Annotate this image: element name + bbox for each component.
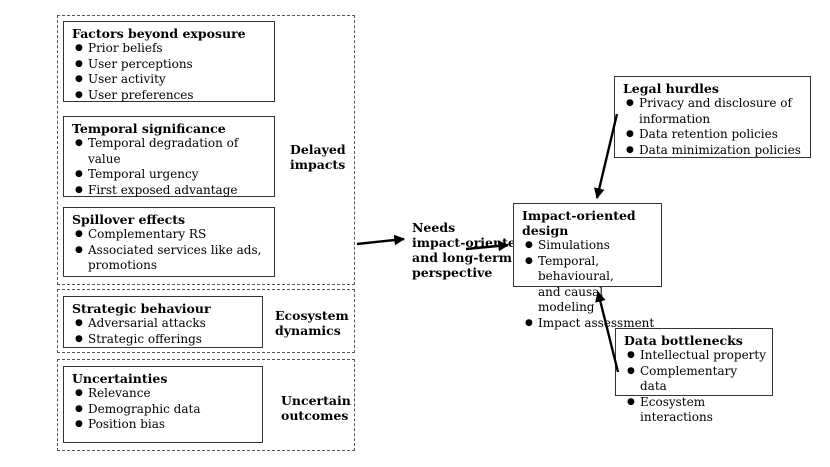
list-item: Position bias (72, 417, 256, 433)
arrow-bottlenecks-to-design (595, 290, 620, 373)
list-item: Associated services like ads, (72, 243, 268, 259)
ecosystem-dynamics-label: Ecosystem dynamics (275, 308, 349, 338)
impact-oriented-design-title: Impact-oriented design (522, 208, 636, 238)
list-item: Temporal, behavioural, (522, 254, 655, 285)
list-item: Privacy and disclosure of (623, 96, 804, 112)
list-item: Complementary data (624, 364, 766, 395)
uncertain-outcomes-label-line2: outcomes (281, 408, 349, 423)
uncertainties-title: Uncertainties (72, 371, 168, 386)
spillover-effects-box: Spillover effects Complementary RS Assoc… (63, 207, 275, 277)
list-item: information (639, 111, 711, 126)
needs-line4: perspective (412, 265, 493, 280)
impact-oriented-design-box: Impact-oriented design Simulations Tempo… (513, 203, 662, 331)
list-item: Complementary RS (72, 227, 268, 243)
spillover-effects-title: Spillover effects (72, 212, 186, 227)
uncertainties-box: Uncertainties Relevance Demographic data… (63, 366, 263, 443)
factors-beyond-exposure-box: Factors beyond exposure Prior beliefs Us… (63, 21, 275, 104)
uncertain-outcomes-label-line1: Uncertain (281, 393, 351, 408)
temporal-significance-title: Temporal significance (72, 121, 226, 136)
list-item: Temporal urgency (72, 167, 268, 183)
legal-hurdles-box: Legal hurdles Privacy and disclosure of … (614, 76, 811, 158)
list-item: First exposed advantage (72, 183, 268, 199)
delayed-impacts-label-line2: impacts (290, 157, 346, 172)
factors-beyond-exposure-title: Factors beyond exposure (72, 26, 246, 41)
arrow-legal-to-design (593, 113, 619, 200)
list-item: User perceptions (72, 57, 268, 73)
legal-hurdles-title: Legal hurdles (623, 81, 719, 96)
needs-line3: and long-term (412, 250, 512, 265)
list-item: Adversarial attacks (72, 316, 256, 332)
list-item: Ecosystem interactions (624, 395, 766, 426)
arrow-center-to-design (465, 240, 510, 252)
uncertain-outcomes-group (57, 359, 355, 451)
ecosystem-dynamics-label-line1: Ecosystem (275, 308, 349, 323)
list-item: Demographic data (72, 402, 256, 418)
list-item: Simulations (522, 238, 655, 254)
list-item: Impact assessment (522, 316, 655, 332)
delayed-impacts-group (57, 15, 355, 285)
list-item: Prior beliefs (72, 41, 268, 57)
data-bottlenecks-title: Data bottlenecks (624, 333, 743, 348)
temporal-significance-box: Temporal significance Temporal degradati… (63, 116, 275, 199)
list-item: Strategic offerings (72, 332, 256, 348)
list-item: Relevance (72, 386, 256, 402)
list-item: Temporal degradation of value (72, 136, 268, 167)
list-item: User activity (72, 72, 268, 88)
list-item: promotions (88, 258, 158, 272)
list-item: Data minimization policies (623, 143, 804, 159)
delayed-impacts-label: Delayed impacts (290, 142, 346, 172)
list-item: Data retention policies (623, 127, 804, 143)
list-item: Intellectual property (624, 348, 766, 364)
needs-line1: Needs (412, 220, 456, 235)
ecosystem-dynamics-label-line2: dynamics (275, 323, 341, 338)
strategic-behaviour-title: Strategic behaviour (72, 301, 211, 316)
strategic-behaviour-box: Strategic behaviour Adversarial attacks … (63, 296, 263, 348)
arrow-to-center (356, 234, 406, 246)
list-item: and causal modeling (538, 284, 604, 315)
ecosystem-dynamics-group (57, 289, 355, 353)
list-item: User preferences (72, 88, 268, 104)
data-bottlenecks-box: Data bottlenecks Intellectual property C… (615, 328, 773, 424)
uncertain-outcomes-label: Uncertain outcomes (281, 393, 351, 423)
delayed-impacts-label-line1: Delayed (290, 142, 346, 157)
